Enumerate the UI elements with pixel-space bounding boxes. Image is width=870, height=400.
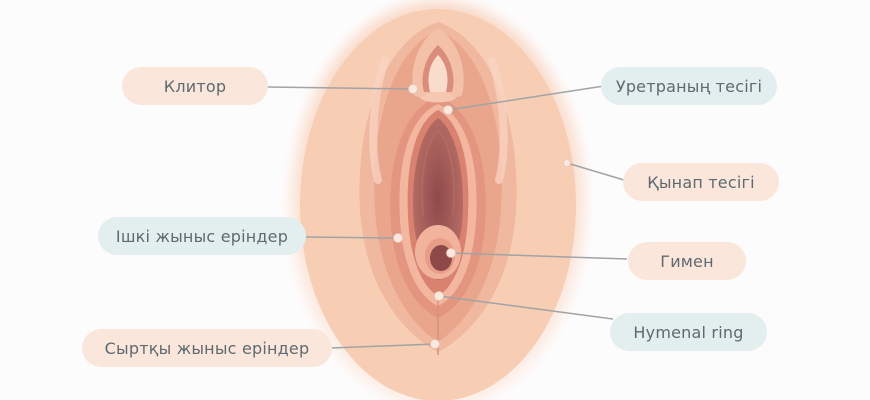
anchor-dot-hymenal-ring bbox=[434, 291, 444, 301]
label-hymenal-ring: Hymenal ring bbox=[610, 313, 767, 351]
anchor-dot-vaginal-opening bbox=[563, 159, 571, 167]
anchor-dot-clitoris bbox=[408, 84, 418, 94]
label-vaginal-opening: Қынап тесігі bbox=[623, 163, 779, 201]
urethra-fold bbox=[420, 92, 456, 103]
leader-lines bbox=[267, 85, 628, 349]
anchor-dot-labia-majora bbox=[430, 339, 440, 349]
anchor-dot-labia-minora bbox=[393, 233, 403, 243]
label-labia-majora: Сыртқы жыныс еріндер bbox=[82, 329, 332, 367]
anchor-dot-urethral-opening bbox=[443, 105, 453, 115]
label-hymen: Гимен bbox=[628, 242, 746, 280]
anchor-dot-hymen bbox=[446, 248, 456, 258]
label-urethral-opening: Уретраның тесігі bbox=[601, 67, 777, 105]
label-labia-minora: Ішкі жыныс еріндер bbox=[98, 217, 306, 255]
clitoral-hood bbox=[412, 28, 464, 99]
label-clitoris: Клитор bbox=[122, 67, 268, 105]
